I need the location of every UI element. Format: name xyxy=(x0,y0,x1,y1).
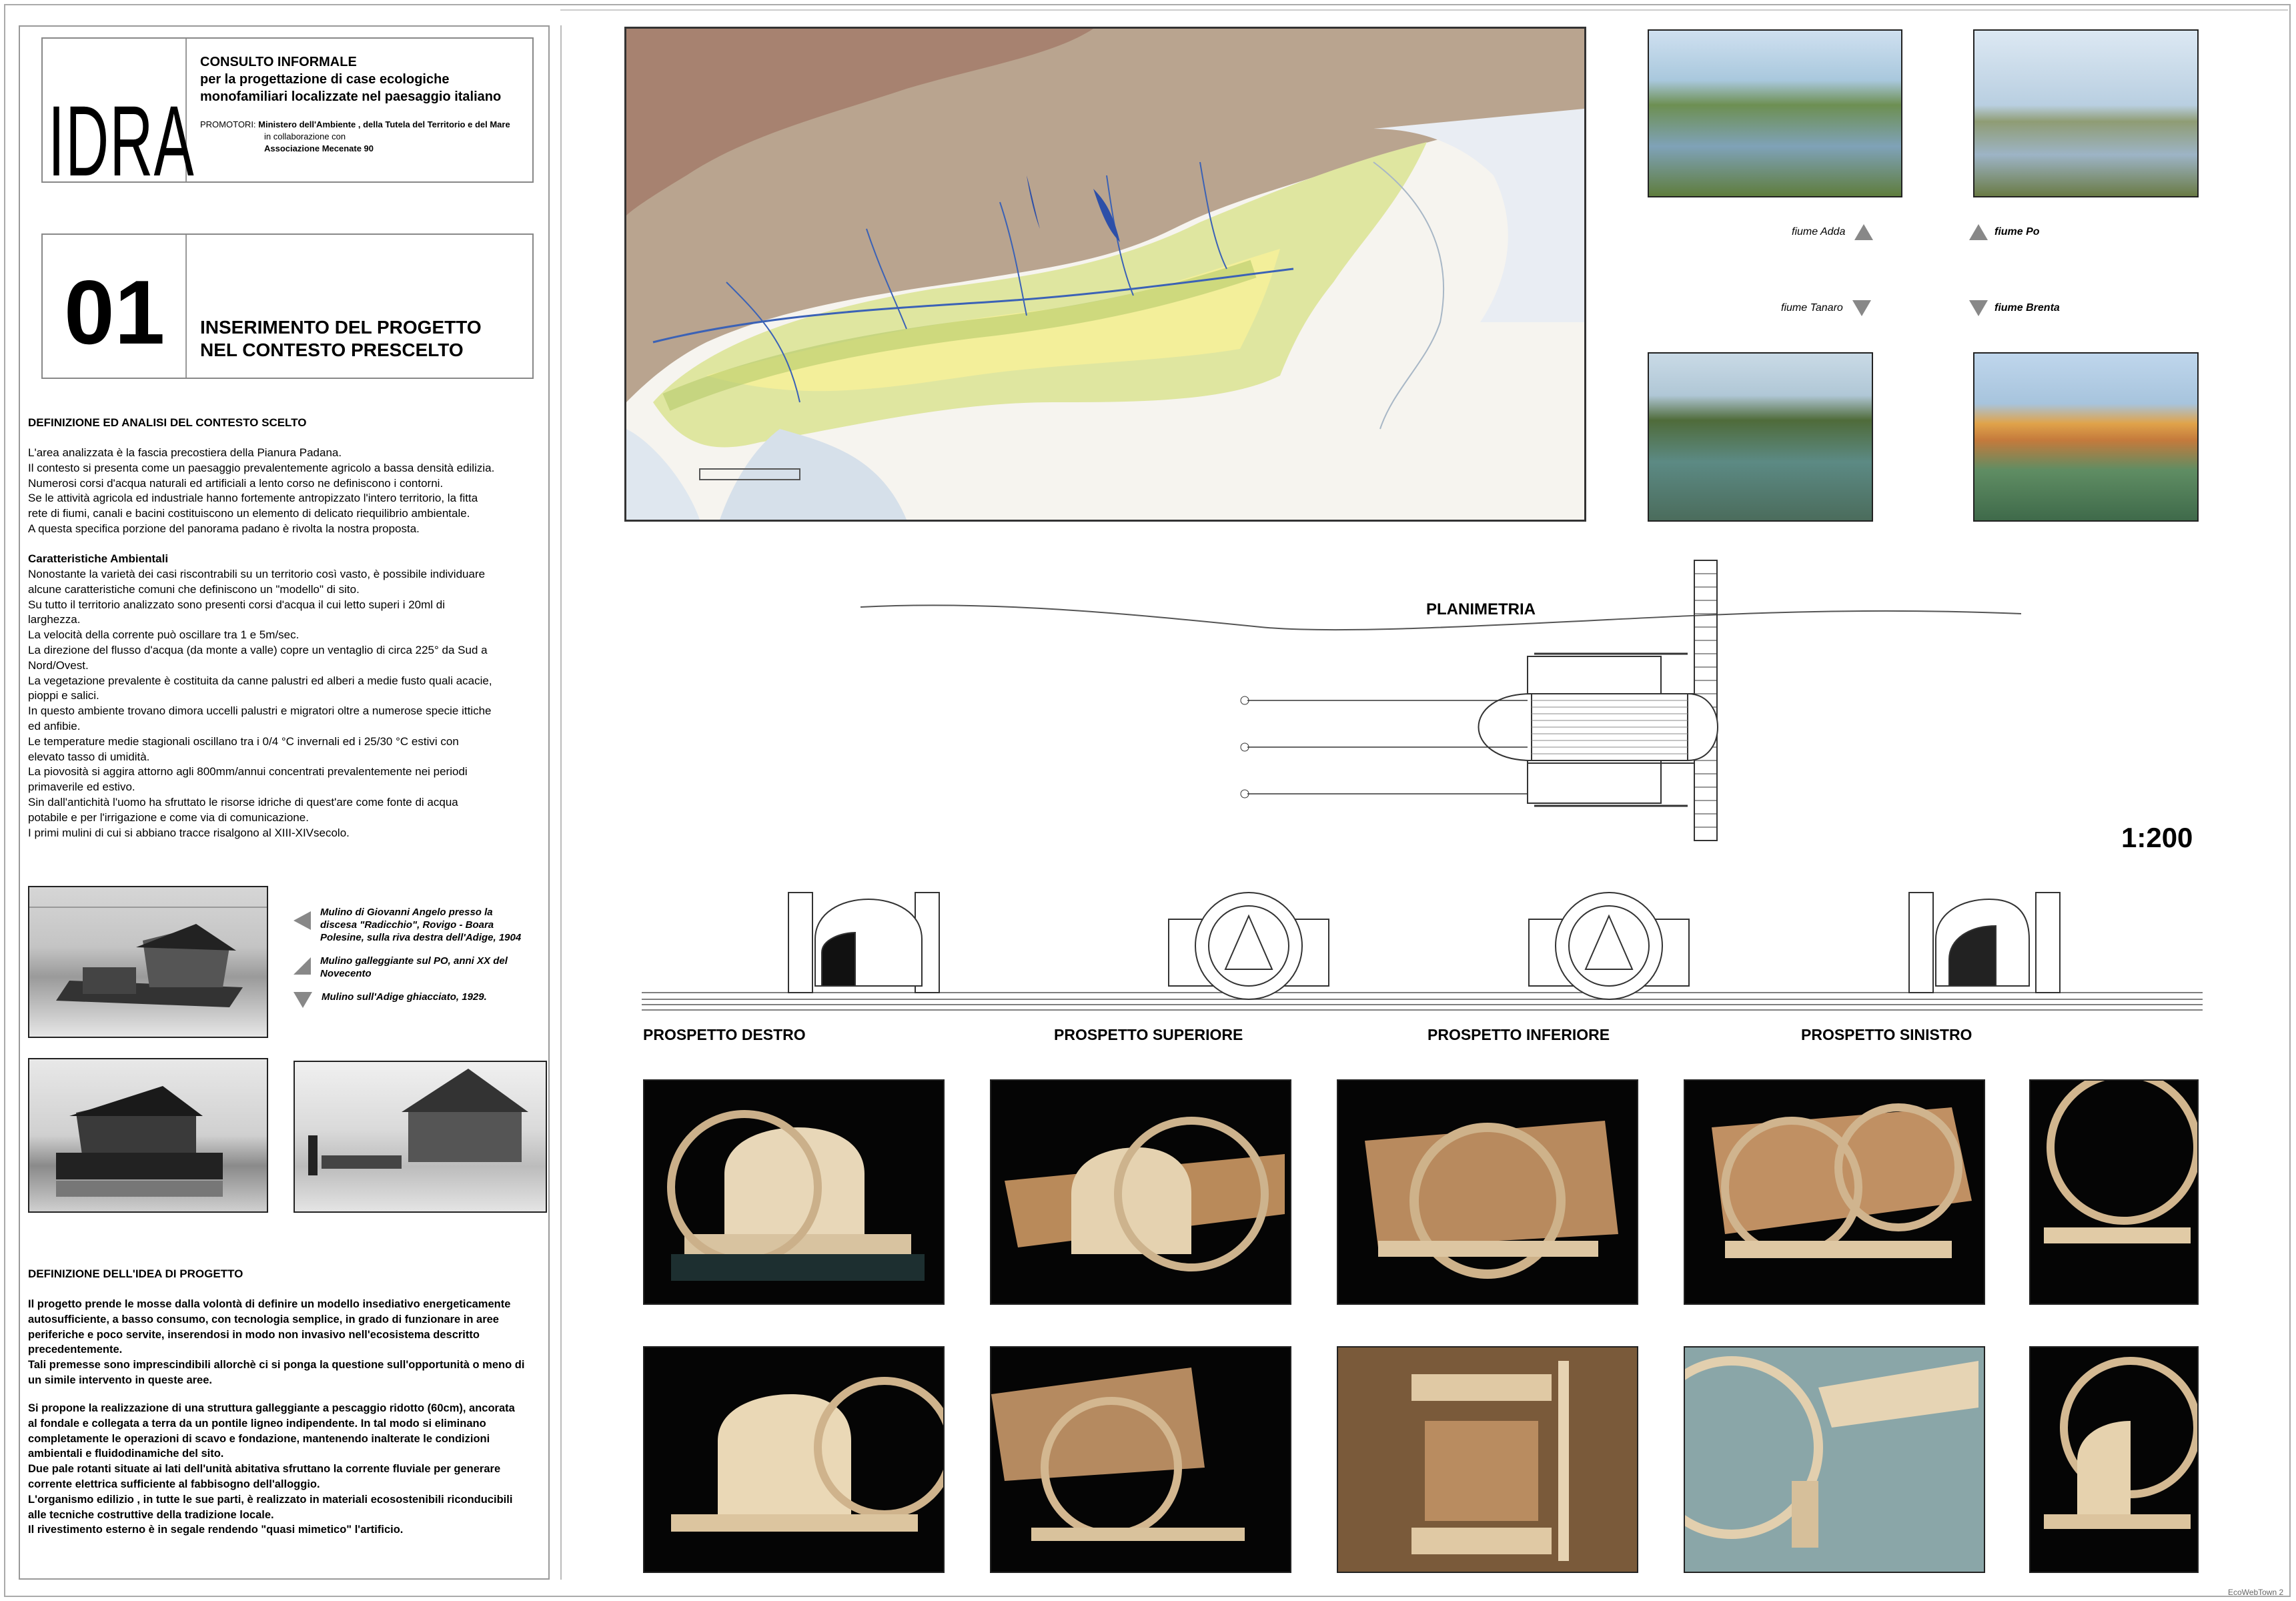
river-photo-po xyxy=(1973,29,2199,197)
model-photo-2 xyxy=(990,1079,1291,1305)
section-box: 01 INSERIMENTO DEL PROGETTO NEL CONTESTO… xyxy=(41,233,534,379)
river-photo-brenta xyxy=(1973,352,2199,522)
left-panel-border xyxy=(19,25,550,1580)
historic-mill-illustration-1 xyxy=(29,907,267,1007)
elevation-drawings xyxy=(642,879,2203,1026)
river-label-tanaro-row: fiume Tanaro xyxy=(1781,300,1871,316)
right-panel-divider xyxy=(560,25,562,1580)
arrow-down-icon xyxy=(1852,300,1871,316)
page-border xyxy=(4,4,2291,1597)
top-rule xyxy=(560,9,2288,11)
footer-watermark: EcoWebTown 2 xyxy=(2228,1588,2284,1597)
po-valley-map xyxy=(624,27,1586,522)
historic-caption-1: Mulino di Giovanni Angelo presso la disc… xyxy=(320,907,522,943)
river-label-adda-row: fiume Adda xyxy=(1792,224,1874,240)
elevation-title-right: PROSPETTO DESTRO xyxy=(643,1026,806,1043)
model-illustration xyxy=(991,1368,1245,1541)
historic-mill-illustration-3 xyxy=(308,1069,528,1175)
river-photo-adda xyxy=(1648,29,1902,197)
idea-paragraph-1: Il progetto prende le mosse dalla volont… xyxy=(28,1298,525,1386)
plan-drawing xyxy=(860,554,2035,847)
logo: IDRA xyxy=(48,85,195,197)
idea-paragraph-2: Si propone la realizzazione di una strut… xyxy=(28,1402,515,1536)
section-title-line2: NEL CONTESTO PRESCELTO xyxy=(200,340,464,360)
env-heading: Caratteristiche Ambientali xyxy=(28,552,169,565)
model-illustration xyxy=(1005,1117,1285,1271)
collab-label: in collaborazione con xyxy=(264,131,346,141)
model-illustration xyxy=(1365,1121,1618,1279)
collab-value: Associazione Mecenate 90 xyxy=(264,143,374,153)
elevation-drawings-svg xyxy=(642,892,2203,1011)
context-intro: L'area analizzata è la fascia precostier… xyxy=(28,446,495,535)
river-label-brenta: fiume Brenta xyxy=(1994,302,2060,314)
header-title-line1: CONSULTO INFORMALE xyxy=(200,55,357,69)
model-illustration xyxy=(1712,1103,1972,1258)
model-photo-3 xyxy=(1337,1079,1638,1305)
model-illustration xyxy=(2044,1357,2197,1529)
model-photo-8 xyxy=(1337,1346,1638,1573)
historic-photo-3 xyxy=(294,1061,547,1213)
section-number: 01 xyxy=(64,261,165,363)
model-illustration xyxy=(2044,1081,2197,1243)
header-box: IDRA CONSULTO INFORMALE per la progettaz… xyxy=(41,37,534,191)
model-photo-1 xyxy=(643,1079,945,1305)
arrow-up-icon xyxy=(1969,224,1988,240)
plan-drawing-svg xyxy=(860,560,2022,841)
model-photo-5 xyxy=(2029,1079,2199,1305)
elevation-title-bottom: PROSPETTO INFERIORE xyxy=(1427,1026,1610,1043)
caption-arrow-left-icon xyxy=(294,911,311,930)
header-divider xyxy=(185,39,187,181)
header-title: CONSULTO INFORMALE per la progettazione … xyxy=(200,53,501,105)
section-divider xyxy=(185,235,187,378)
river-label-tanaro: fiume Tanaro xyxy=(1781,302,1843,314)
model-illustration xyxy=(1338,1348,1637,1572)
po-valley-map-drawing xyxy=(626,29,1584,520)
model-photo-7 xyxy=(990,1346,1291,1573)
historic-caption-3: Mulino sull'Adige ghiacciato, 1929. xyxy=(322,991,487,1003)
river-label-po: fiume Po xyxy=(1994,226,2040,237)
model-photo-9 xyxy=(1684,1346,1985,1573)
model-photo-4 xyxy=(1684,1079,1985,1305)
env-text: Nonostante la varietà dei casi riscontra… xyxy=(28,568,492,839)
historic-photo-1 xyxy=(28,886,268,1038)
promotori-label: PROMOTORI: xyxy=(200,119,256,129)
header-title-line2: per la progettazione di case ecologiche xyxy=(200,72,450,87)
model-illustration xyxy=(1685,1348,1984,1572)
historic-caption-2: Mulino galleggiante sul PO, anni XX del … xyxy=(320,955,508,979)
scale-label: 1:200 xyxy=(2121,822,2193,853)
historic-photo-2 xyxy=(28,1058,268,1213)
caption-arrow-down-icon xyxy=(294,992,312,1008)
model-illustration xyxy=(671,1377,943,1532)
historic-captions: Mulino di Giovanni Angelo presso la disc… xyxy=(294,906,554,1008)
historic-mill-illustration-2 xyxy=(56,1086,223,1197)
context-heading: DEFINIZIONE ED ANALISI DEL CONTESTO SCEL… xyxy=(28,416,307,429)
caption-arrow-diagonal-icon xyxy=(294,957,311,975)
section-title: INSERIMENTO DEL PROGETTO NEL CONTESTO PR… xyxy=(200,316,482,362)
model-photo-10 xyxy=(2029,1346,2199,1573)
plan-label: PLANIMETRIA xyxy=(1426,600,1536,618)
idea-heading: DEFINIZIONE DELL'IDEA DI PROGETTO xyxy=(28,1267,243,1280)
elevation-title-top: PROSPETTO SUPERIORE xyxy=(1054,1026,1243,1043)
promotori-value: Ministero dell'Ambiente , della Tutela d… xyxy=(258,119,510,129)
model-illustration xyxy=(667,1110,925,1281)
arrow-down-icon xyxy=(1969,300,1988,316)
header-title-line3: monofamiliari localizzate nel paesaggio … xyxy=(200,89,502,104)
model-photo-6 xyxy=(643,1346,945,1573)
river-label-po-row: fiume Po xyxy=(1969,224,2040,240)
promotori-block: PROMOTORI: Ministero dell'Ambiente , del… xyxy=(200,119,520,155)
arrow-up-icon xyxy=(1854,224,1874,240)
section-title-line1: INSERIMENTO DEL PROGETTO xyxy=(200,317,482,338)
elevation-title-left: PROSPETTO SINISTRO xyxy=(1801,1026,1972,1043)
river-label-adda: fiume Adda xyxy=(1792,226,1846,237)
river-label-brenta-row: fiume Brenta xyxy=(1969,300,2060,316)
river-photo-tanaro xyxy=(1648,352,1873,522)
